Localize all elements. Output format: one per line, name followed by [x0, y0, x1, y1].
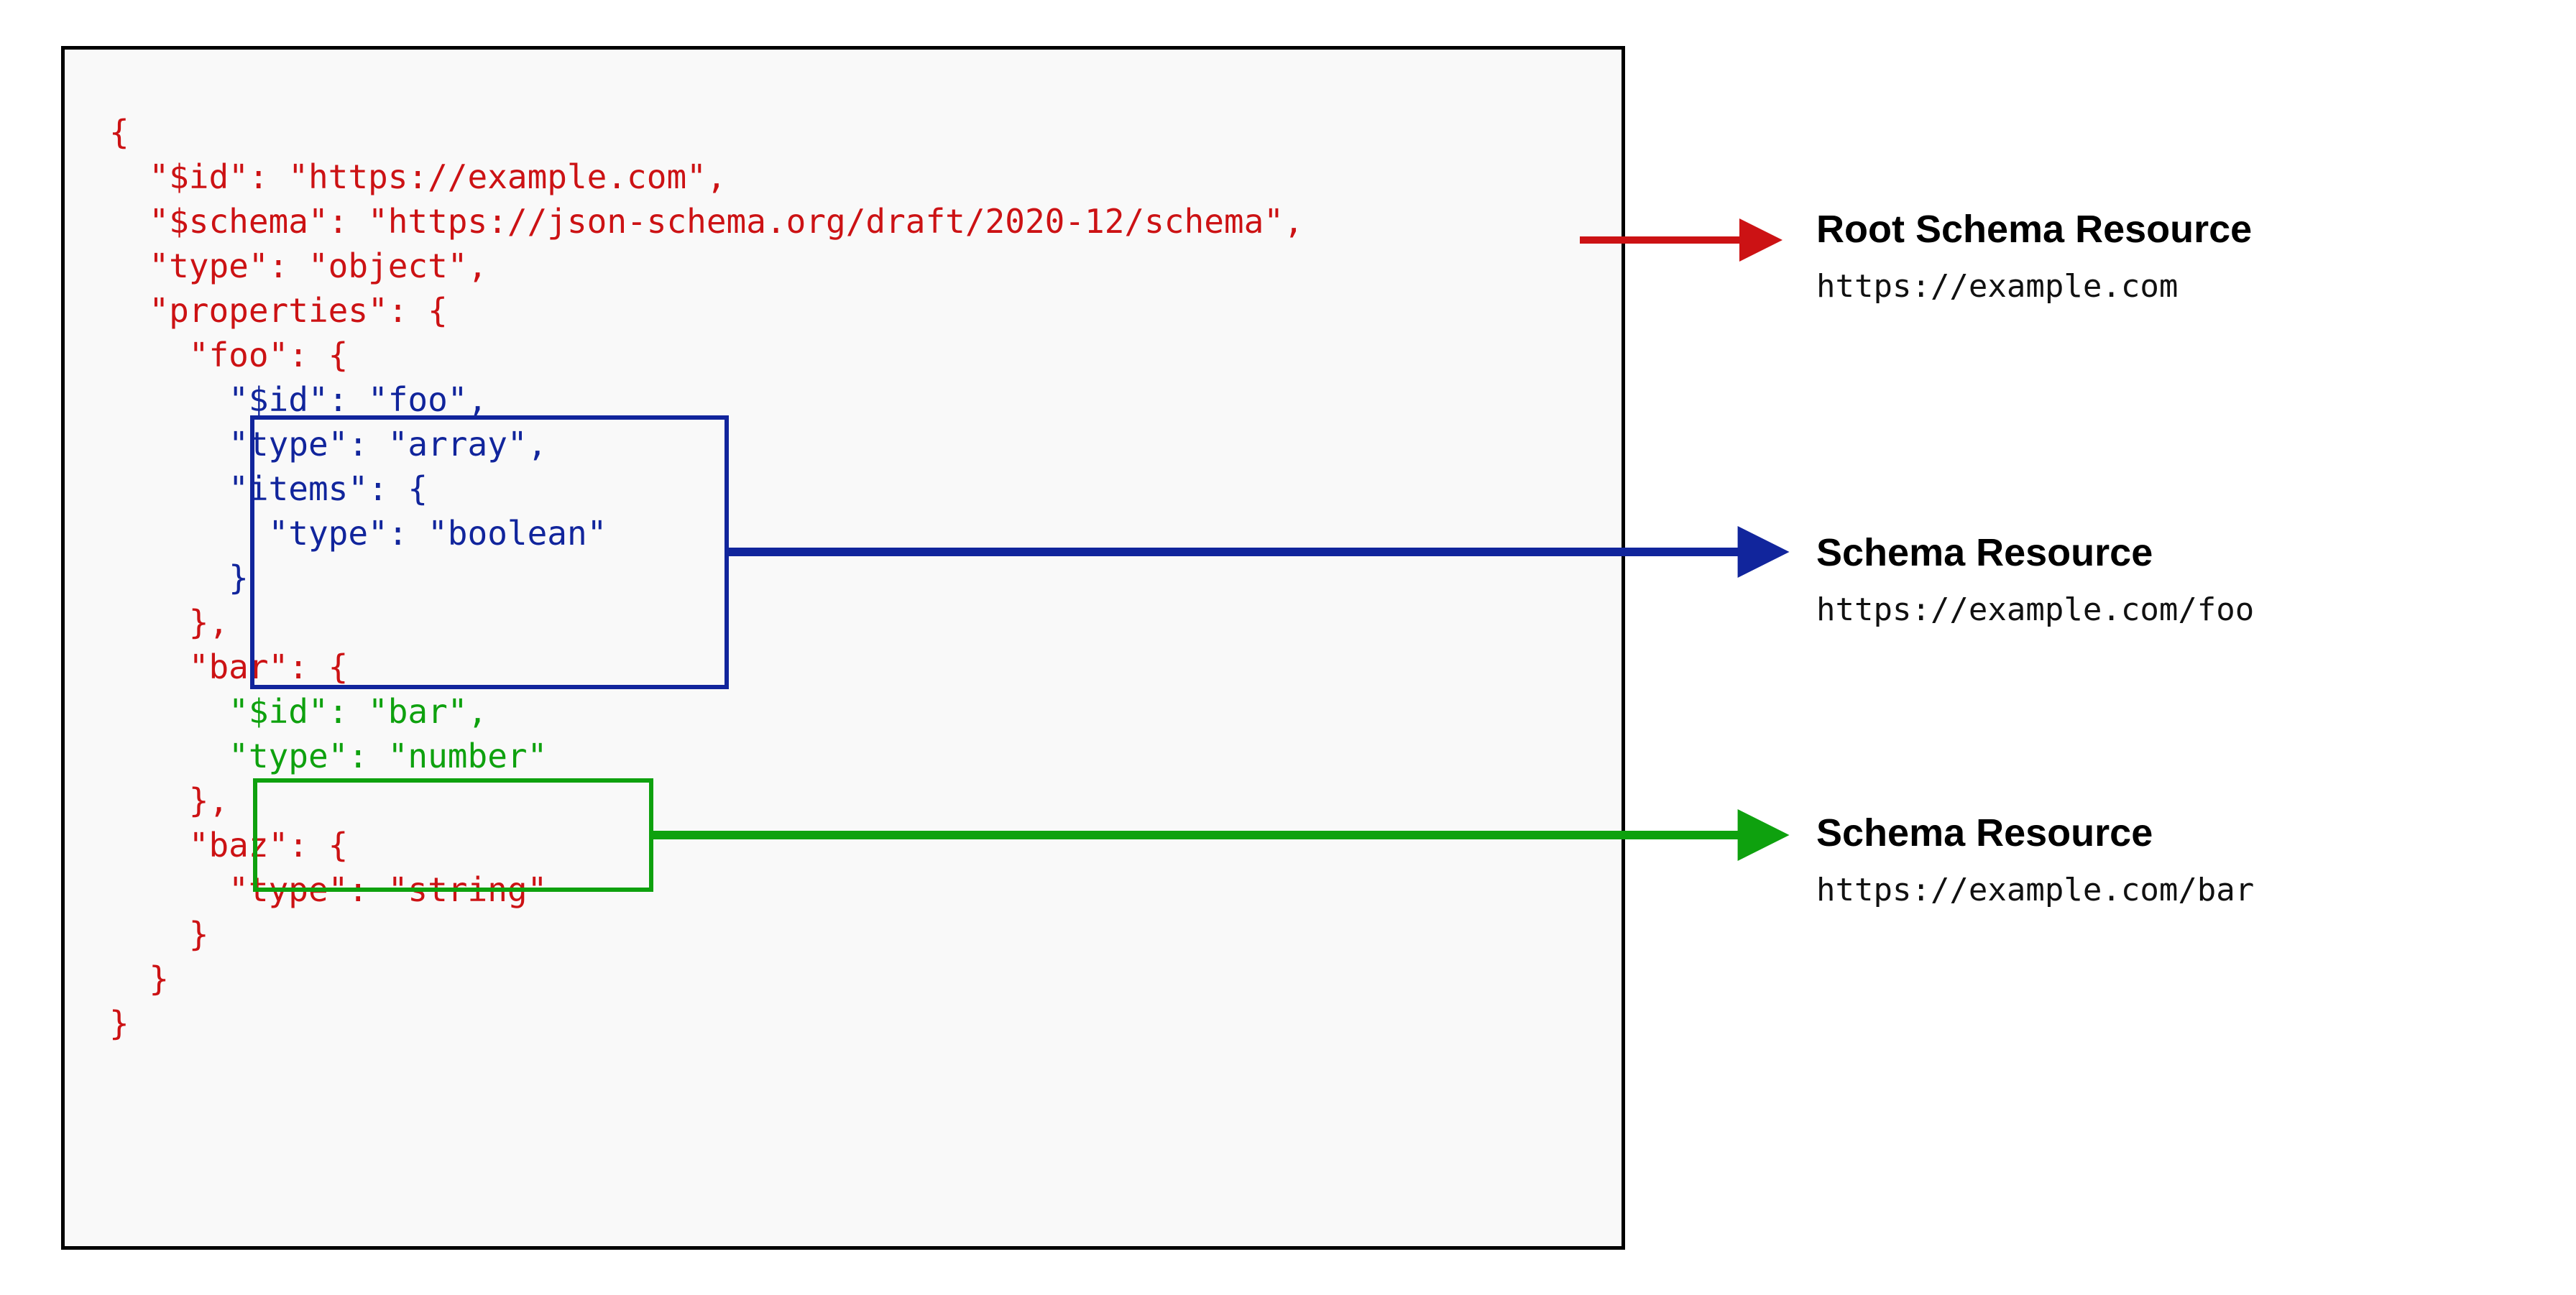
annotation-title: Schema Resource [1816, 531, 2153, 574]
code-line: "type": "array", [109, 425, 548, 464]
annotation-uri: https://example.com/bar [1816, 872, 2255, 908]
annotation-schema-resource-foo: Schema Resource https://example.com/foo [1816, 530, 2535, 631]
code-line: } [109, 959, 170, 998]
code-line: "$id": "foo", [109, 380, 488, 419]
code-line: "$id": "https://example.com", [109, 157, 727, 196]
annotation-title: Schema Resource [1816, 811, 2153, 854]
annotation-schema-resource-bar: Schema Resource https://example.com/bar [1816, 811, 2535, 911]
code-panel: { "$id": "https://example.com", "$schema… [61, 46, 1625, 1250]
code-line: "properties": { [109, 291, 448, 330]
code-line: "type": "boolean" [109, 514, 607, 553]
annotation-uri: https://example.com [1816, 268, 2179, 305]
code-line: "items": { [109, 469, 428, 508]
code-line: { [109, 113, 129, 152]
code-line: "type": "object", [109, 246, 488, 285]
annotation-uri: https://example.com/foo [1816, 591, 2255, 628]
highlight-box-bar [253, 778, 653, 892]
annotation-root-schema-resource: Root Schema Resource https://example.com [1816, 207, 2535, 308]
code-line: "$schema": "https://json-schema.org/draf… [109, 202, 1304, 241]
highlight-box-foo [250, 415, 729, 689]
code-line: }, [109, 603, 229, 642]
code-line: "bar": { [109, 648, 349, 686]
code-line: } [109, 1004, 129, 1043]
code-line: }, [109, 781, 229, 820]
annotation-title: Root Schema Resource [1816, 208, 2253, 251]
code-line: "baz": { [109, 826, 349, 865]
code-line: "foo": { [109, 336, 349, 374]
code-line: } [109, 558, 249, 597]
json-schema-code: { "$id": "https://example.com", "$schema… [109, 110, 1304, 1046]
code-line: "type": "number" [109, 737, 548, 775]
code-line: "$id": "bar", [109, 692, 488, 731]
code-line: } [109, 915, 209, 954]
